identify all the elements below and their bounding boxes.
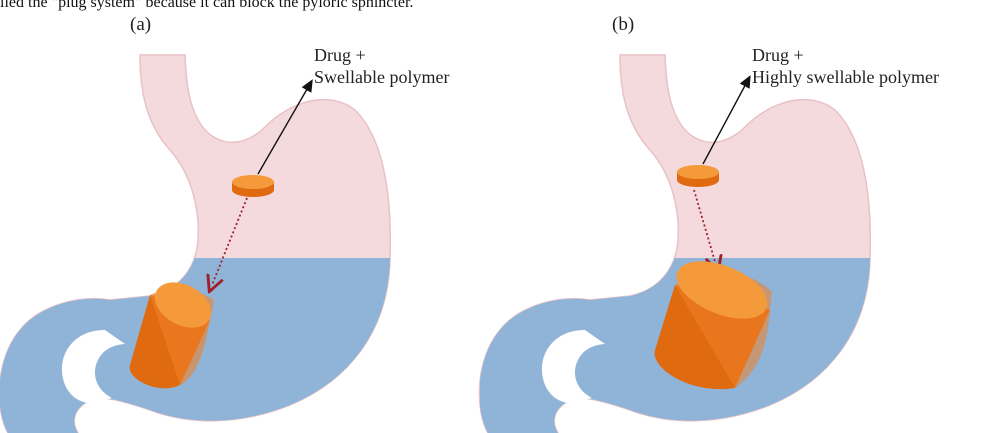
panel-b-tablet <box>677 165 719 187</box>
panel-a-tablet <box>232 175 274 197</box>
panel-a-stomach <box>0 55 400 433</box>
